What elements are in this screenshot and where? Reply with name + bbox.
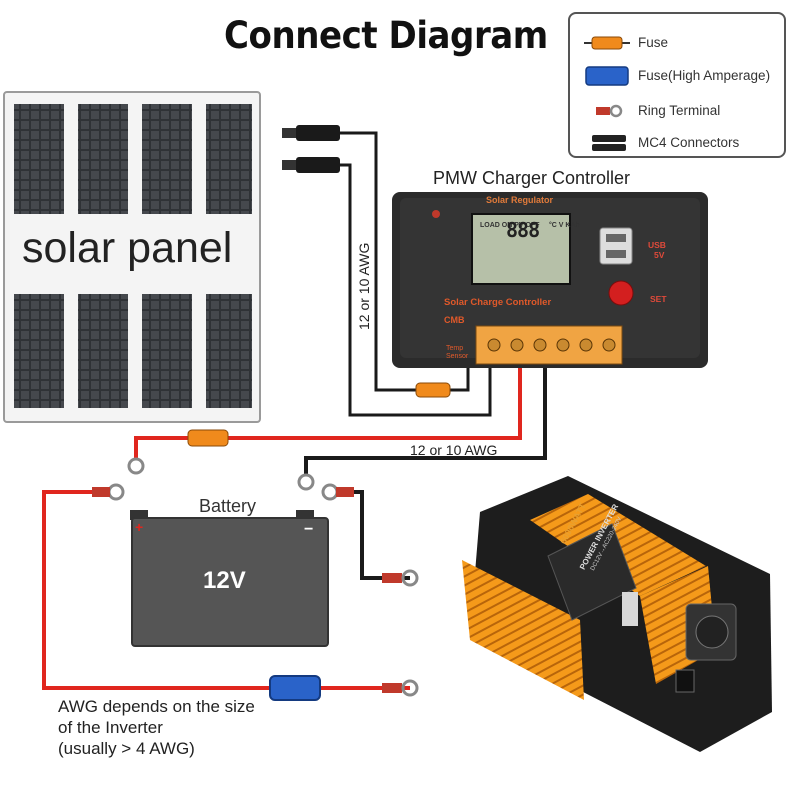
legend-item-mc4: MC4 Connectors xyxy=(570,130,788,156)
panel-wires xyxy=(340,131,492,417)
legend-item-fuse: Fuse xyxy=(570,30,788,56)
ring-terminals xyxy=(92,457,354,501)
legend-label: Fuse xyxy=(638,35,669,50)
battery-voltage: 12V xyxy=(203,567,246,594)
legend-label: Ring Terminal xyxy=(638,103,721,118)
solar-panel-label: solar panel xyxy=(22,224,233,272)
inverter-ring-terminals xyxy=(382,569,419,697)
mc4-connector-icon xyxy=(592,135,626,151)
lcd-units: °C V KAh xyxy=(549,222,580,229)
panel-cells-top xyxy=(14,104,252,214)
panel-cells-bottom xyxy=(14,294,252,408)
controller-title: PMW Charger Controller xyxy=(433,168,631,188)
lcd-screen xyxy=(471,213,571,285)
legend-label: MC4 Connectors xyxy=(638,135,740,150)
battery-fuse xyxy=(187,429,229,447)
power-switch xyxy=(675,669,695,693)
awg-label-vertical: 12 or 10 AWG xyxy=(356,242,372,330)
battery-label: Battery xyxy=(199,496,257,516)
ring-terminal-icon xyxy=(596,104,623,118)
lcd-mode-text: LOAD ON PV OFF xyxy=(480,222,540,229)
battery: + − xyxy=(130,510,329,647)
note-line: (usually > 4 AWG) xyxy=(58,739,195,758)
set-label: SET xyxy=(650,294,667,304)
battery-negative: − xyxy=(304,521,313,538)
charge-controller xyxy=(392,192,708,368)
battery-wires xyxy=(134,368,547,474)
awg-label-horizontal: 12 or 10 AWG xyxy=(410,442,498,458)
power-inverter xyxy=(462,476,772,752)
usb-label: USB xyxy=(648,240,666,250)
high-amp-fuse xyxy=(269,675,321,701)
panel-fuse xyxy=(415,382,451,398)
note-line: AWG depends on the size xyxy=(58,697,255,716)
note-line: of the Inverter xyxy=(58,718,163,737)
legend-item-ring-terminal: Ring Terminal xyxy=(570,98,788,124)
controller-top-label: Solar Regulator xyxy=(486,195,554,205)
controller-body-label: Solar Charge Controller xyxy=(444,297,552,308)
set-button xyxy=(608,280,634,306)
solar-panel xyxy=(3,91,261,423)
diagram-title: Connect Diagram xyxy=(224,14,548,57)
controller-model: CMB xyxy=(444,315,465,325)
battery-indicator xyxy=(622,592,638,626)
fuse-icon xyxy=(584,36,630,50)
lcd-digits: 888 xyxy=(506,218,540,242)
terminal-screws xyxy=(487,338,616,352)
awg-note: AWG depends on the size of the Inverter … xyxy=(58,696,255,759)
high-amp-fuse-icon xyxy=(585,66,629,86)
legend-label: Fuse(High Amperage) xyxy=(638,68,771,83)
usb-ports xyxy=(599,227,633,265)
temp-sensor-label: Temp Sensor xyxy=(446,345,469,360)
mc4-connectors xyxy=(282,125,340,173)
battery-positive: + xyxy=(135,519,143,535)
legend-item-high-amp-fuse: Fuse(High Amperage) xyxy=(570,63,788,89)
usb-voltage: 5V xyxy=(654,250,665,260)
legend: Fuse Fuse(High Amperage) Ring Terminal M… xyxy=(568,12,786,158)
